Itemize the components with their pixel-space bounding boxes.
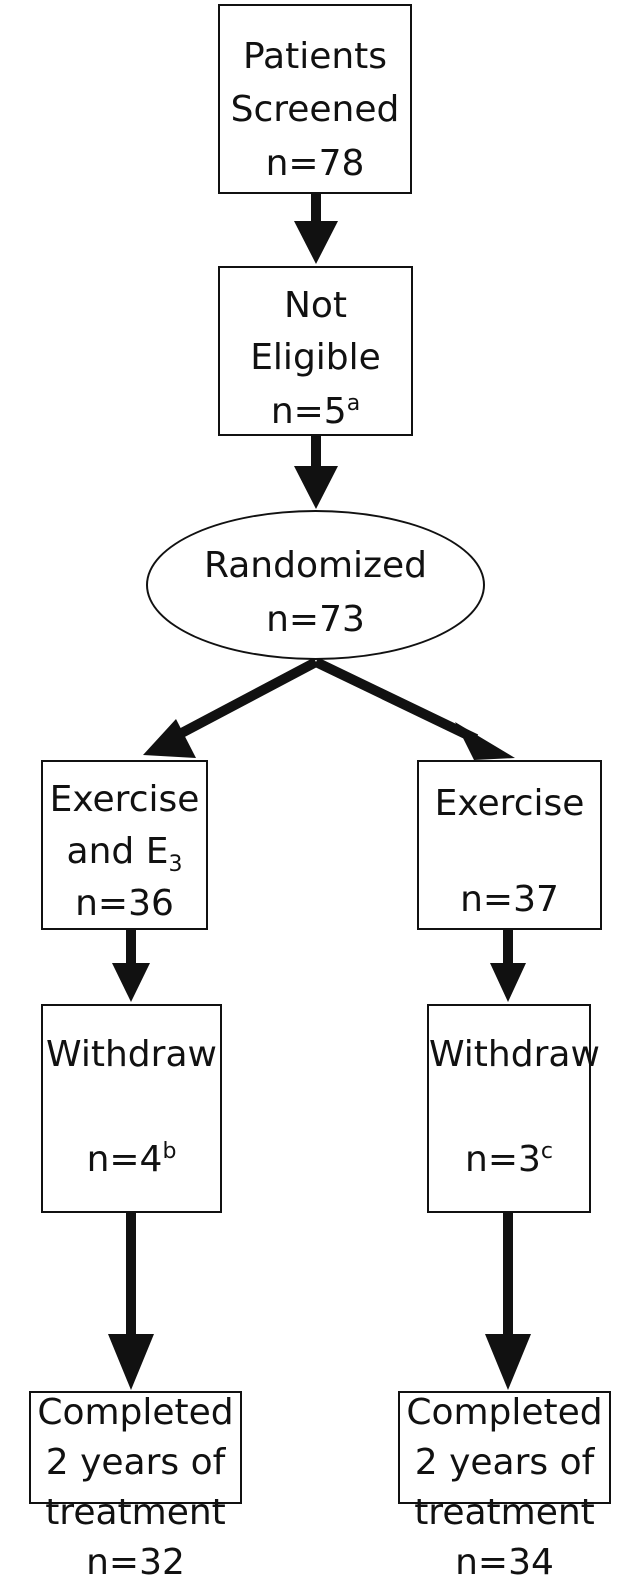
completed-e3-line3: treatment xyxy=(45,1492,226,1533)
withdraw-exercise-label: Withdraw xyxy=(429,1034,600,1075)
not-eligible-count: n=5a xyxy=(270,391,361,432)
footnote-marker: a xyxy=(346,391,361,416)
randomized-label: Randomized xyxy=(204,545,427,586)
randomized-count: n=73 xyxy=(266,599,365,640)
arrowhead xyxy=(112,963,150,1002)
arrowhead xyxy=(143,719,196,758)
exercise-e3-count: n=36 xyxy=(75,883,174,924)
not-eligible-box: Not Eligible n=5a xyxy=(218,266,413,436)
completed-exercise-line2: 2 years of xyxy=(414,1442,595,1483)
withdraw-exercise-count: n=3c xyxy=(465,1139,553,1180)
withdraw-exercise-box: Withdraw n=3c xyxy=(427,1004,600,1213)
completed-exercise-line3: treatment xyxy=(414,1492,595,1533)
completed-exercise-box: Completed 2 years of treatment n=34 xyxy=(398,1391,611,1581)
arrowhead xyxy=(485,1334,531,1390)
arrowhead xyxy=(455,722,515,760)
withdraw-e3-box: Withdraw n=4b xyxy=(41,1004,222,1213)
arrow-randomized-to-exercise xyxy=(313,657,479,744)
exercise-line1: Exercise xyxy=(434,783,585,824)
exercise-count: n=37 xyxy=(460,879,559,920)
withdraw-e3-label: Withdraw xyxy=(46,1034,217,1075)
completed-e3-line2: 2 years of xyxy=(45,1442,226,1483)
screened-line2: Screened xyxy=(230,89,400,130)
footnote-marker: b xyxy=(162,1139,177,1164)
completed-e3-line1: Completed xyxy=(37,1392,234,1433)
flow-arrows xyxy=(108,191,531,1390)
completed-exercise-line1: Completed xyxy=(406,1392,603,1433)
completed-e3-box: Completed 2 years of treatment n=32 xyxy=(29,1391,242,1581)
screened-box: Patients Screened n=78 xyxy=(218,4,412,194)
withdraw-e3-count: n=4b xyxy=(86,1139,177,1180)
screened-line1: Patients xyxy=(242,36,388,77)
exercise-e3-line1: Exercise xyxy=(49,779,200,820)
exercise-box: Exercise n=37 xyxy=(417,760,602,930)
completed-exercise-count: n=34 xyxy=(455,1542,554,1583)
arrowhead xyxy=(294,221,338,264)
footnote-marker: c xyxy=(540,1139,553,1164)
screened-count: n=78 xyxy=(265,143,365,184)
exercise-e3-line2: and E3 xyxy=(66,831,183,878)
not-eligible-line2: Eligible xyxy=(250,337,381,378)
completed-e3-count: n=32 xyxy=(86,1542,185,1583)
arrow-randomized-to-e3 xyxy=(173,657,319,741)
arrowhead xyxy=(108,1334,154,1390)
randomized-ellipse: Randomized n=73 xyxy=(146,510,485,660)
arrowhead xyxy=(490,963,526,1002)
arrowhead xyxy=(294,466,338,509)
exercise-e3-box: Exercise and E3 n=36 xyxy=(41,760,208,930)
not-eligible-line1: Not xyxy=(283,285,348,326)
